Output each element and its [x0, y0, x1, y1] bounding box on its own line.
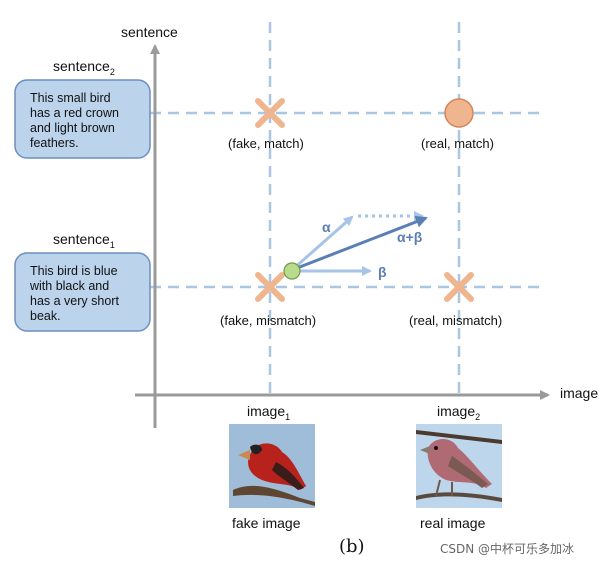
point-real-match: (real, match)	[421, 98, 494, 151]
sentence1-box	[14, 252, 151, 332]
sentence2-line-1: This small bird	[30, 91, 111, 105]
circle-marker	[444, 98, 474, 128]
point-label: (fake, match)	[228, 136, 304, 151]
real-bird-image	[416, 424, 502, 508]
cross-marker	[255, 272, 285, 302]
cross-marker	[444, 272, 474, 302]
point-real-mismatch: (real, mismatch)	[409, 272, 502, 328]
x-axis-label: image	[560, 385, 598, 401]
sentence1-line-4: beak.	[30, 309, 61, 323]
point-fake-mismatch: (fake, mismatch)	[220, 262, 316, 328]
point-fake-match: (fake, match)	[228, 98, 304, 151]
sentence1-label: sentence1	[53, 231, 115, 250]
point-label: (real, match)	[421, 136, 494, 151]
sentence2-group: sentence2 This small bird has a red crow…	[14, 58, 151, 159]
sentence2-line-2: has a red crown	[30, 106, 119, 120]
point-label: (fake, mismatch)	[220, 313, 316, 328]
fake-bird-image	[229, 424, 315, 508]
axes: sentence image	[121, 24, 598, 428]
vectors: α β α+β	[291, 211, 428, 280]
image1-group: image1 fake image	[229, 403, 315, 531]
figure-caption: (b)	[339, 536, 365, 557]
sentence2-label: sentence2	[53, 58, 115, 77]
sentence1-group: sentence1 This bird is blue with black a…	[14, 231, 151, 332]
image2-group: image2 real image	[416, 403, 502, 531]
image1-caption: fake image	[232, 515, 301, 531]
dashed-grid	[150, 22, 545, 395]
sentence1-line-1: This bird is blue	[30, 264, 118, 278]
cross-marker	[255, 98, 285, 128]
sentence2-box	[14, 79, 151, 159]
beta-label: β	[378, 264, 387, 280]
sum-label: α+β	[397, 229, 423, 245]
image2-label: image2	[437, 403, 480, 422]
image2-caption: real image	[420, 515, 486, 531]
y-axis-label: sentence	[121, 24, 178, 40]
alpha-label: α	[322, 219, 331, 235]
sentence2-line-3: and light brown	[30, 121, 115, 135]
point-label: (real, mismatch)	[409, 313, 502, 328]
sentence1-line-2: with black and	[29, 279, 109, 293]
watermark: CSDN @中杯可乐多加冰	[440, 541, 574, 556]
sentence1-line-3: has a very short	[30, 294, 119, 308]
origin-point	[283, 262, 301, 280]
alpha-arrow	[291, 215, 354, 272]
image1-label: image1	[247, 403, 290, 422]
sentence2-line-4: feathers.	[30, 136, 79, 150]
sum-arrow	[291, 216, 428, 272]
